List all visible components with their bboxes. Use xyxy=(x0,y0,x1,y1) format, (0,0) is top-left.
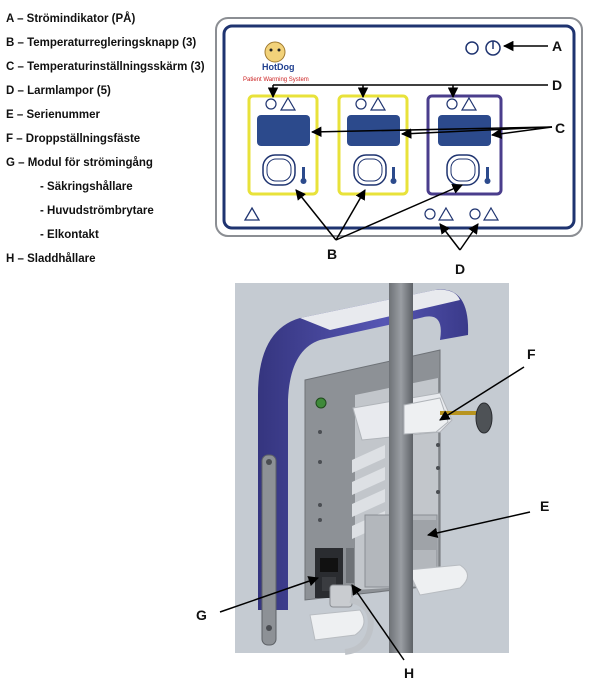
clamp-screw xyxy=(440,411,480,415)
zone-2-border xyxy=(337,94,409,196)
zone-1 xyxy=(247,94,319,196)
callout-line-e xyxy=(426,511,531,539)
legend-item-d: D – Larmlampor (5) xyxy=(6,85,111,97)
callout-line-h xyxy=(351,584,405,661)
callout-line-c-2 xyxy=(400,126,553,139)
callout-a: A xyxy=(552,38,562,54)
callout-d-bottom: D xyxy=(455,261,465,277)
zone-2-thermometer-icon xyxy=(390,167,397,184)
bottom-alarm-lamp-1 xyxy=(424,208,436,220)
zone-3-thermometer-icon xyxy=(484,167,491,184)
callout-line-b-1 xyxy=(295,189,337,241)
logo-dog-icon xyxy=(264,41,286,63)
device-top-strip xyxy=(300,289,460,330)
zone-1-temperature-button[interactable] xyxy=(262,154,296,186)
zone-2-temperature-button[interactable] xyxy=(353,154,387,186)
zone-1-temperature-screen xyxy=(257,115,310,146)
callout-c: C xyxy=(555,120,565,136)
bottom-alarm-lamp-2 xyxy=(469,208,481,220)
power-plug xyxy=(329,584,353,608)
logo-dog-eye-icon xyxy=(269,48,273,52)
callout-line-c-3 xyxy=(490,126,553,139)
zone-3-border xyxy=(426,94,503,196)
zone-1-thermometer-icon xyxy=(300,167,307,184)
cord-holder xyxy=(346,548,354,583)
callout-b: B xyxy=(327,246,337,262)
left-foot xyxy=(309,609,365,641)
main-power-switch[interactable] xyxy=(320,558,338,572)
device-casing-purple xyxy=(258,289,469,610)
callout-line-b-3 xyxy=(335,183,463,241)
zone-1-border xyxy=(247,94,319,196)
iv-pole xyxy=(389,283,413,653)
green-status-light xyxy=(315,397,327,409)
legend-item-g: G – Modul för strömingång xyxy=(6,157,153,169)
power-inlet-module xyxy=(315,548,343,598)
zone-1-alarm-lamp xyxy=(265,98,277,110)
legend-item-h: H – Sladdhållare xyxy=(6,253,96,265)
general-warning-icon xyxy=(243,206,261,221)
right-foot xyxy=(407,564,468,596)
control-panel: HotDog Patient Warming System xyxy=(215,17,583,237)
logo: HotDog Patient Warming System xyxy=(243,41,309,83)
callout-line-g xyxy=(219,576,319,613)
legend-item-c: C – Temperaturinställningsskärm (3) xyxy=(6,61,205,73)
zone-3-warning-icon xyxy=(460,96,478,111)
side-bracket xyxy=(261,454,277,646)
power-icon xyxy=(485,40,501,56)
callout-line-b-2 xyxy=(335,189,366,241)
callout-line-d-bottom-2 xyxy=(459,223,479,251)
zone-1-warning-icon xyxy=(279,96,297,111)
callout-line-c-1 xyxy=(310,126,553,138)
callout-f: F xyxy=(527,346,536,362)
callout-d-top: D xyxy=(552,77,562,93)
legend-item-g-fuse: - Säkringshållare xyxy=(40,181,133,193)
legend-item-b: B – Temperaturregleringsknapp (3) xyxy=(6,37,197,49)
clamp-knob[interactable] xyxy=(475,402,493,434)
callout-line-f xyxy=(439,366,525,421)
callout-h: H xyxy=(404,665,414,681)
callout-g: G xyxy=(196,607,207,623)
legend-item-f: F – Droppställningsfäste xyxy=(6,133,141,145)
legend-item-g-connector: - Elkontakt xyxy=(40,229,99,241)
zone-3-temperature-button[interactable] xyxy=(446,154,480,186)
legend-item-e: E – Serienummer xyxy=(6,109,100,121)
logo-text: HotDog xyxy=(262,62,295,72)
zone-3-alarm-lamp xyxy=(446,98,458,110)
logo-dog-eye-icon xyxy=(277,48,281,52)
power-indicator-lamp xyxy=(465,41,479,55)
power-cord xyxy=(344,597,374,655)
callout-e: E xyxy=(540,498,549,514)
legend-item-a: A – Strömindikator (PÅ) xyxy=(6,13,136,25)
callout-lines xyxy=(219,40,553,661)
zone-2-warning-icon xyxy=(369,96,387,111)
device-photo xyxy=(235,283,509,655)
logo-subtitle: Patient Warming System xyxy=(243,77,309,83)
bottom-warning-icon-2 xyxy=(482,206,500,221)
bottom-warning-icon-1 xyxy=(437,206,455,221)
legend-item-g-switch: - Huvudströmbrytare xyxy=(40,205,154,217)
zone-2 xyxy=(337,94,409,196)
screws xyxy=(318,430,440,522)
callout-line-d-bottom-1 xyxy=(439,223,461,251)
zone-2-alarm-lamp xyxy=(355,98,367,110)
legend: A – Strömindikator (PÅ) B – Temperaturre… xyxy=(6,12,221,276)
